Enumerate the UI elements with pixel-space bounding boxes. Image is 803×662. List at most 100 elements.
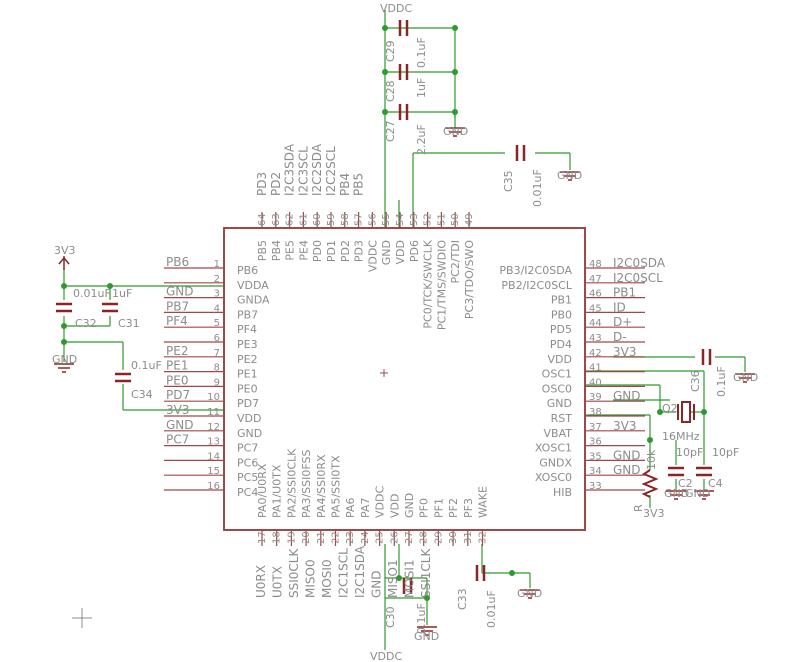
top-net-label: PD2	[269, 172, 283, 196]
junction-dot	[382, 109, 388, 115]
pin-name: PA3/SSI0FSS	[300, 450, 313, 518]
junction-dot	[509, 570, 515, 576]
bottom-net-label: U0TX	[271, 566, 285, 598]
c2-value: 10pF	[676, 446, 703, 459]
pin-name: PC2/TDI	[449, 240, 462, 283]
pin-name: PF2	[447, 498, 460, 518]
net-label: GND	[613, 448, 641, 462]
pin-number: 31	[463, 531, 474, 544]
c36-value: 0.1uF	[715, 366, 728, 397]
q2-value: 16MHz	[662, 430, 700, 443]
gnd-label-c35: GND	[557, 169, 582, 182]
pin-number: 51	[436, 213, 447, 226]
pin-name: PD3	[353, 240, 366, 262]
vddc-top-label: VDDC	[380, 2, 412, 15]
pin-number: 22	[331, 531, 342, 544]
pin-number: 40	[589, 377, 602, 388]
ground-icon	[735, 373, 755, 383]
pin-number: 48	[589, 259, 602, 270]
c35-ref: C35	[502, 170, 515, 192]
ground-icon	[694, 490, 714, 500]
vddc-bottom-label: VDDC	[370, 650, 402, 662]
net-label: 3V3	[613, 419, 636, 433]
pin-name: PA0/U0RX	[256, 463, 269, 518]
junction-dot	[61, 283, 67, 289]
c31-value: 1uF	[112, 287, 132, 300]
c2-ref: C2	[678, 477, 693, 490]
ground-icon	[54, 363, 74, 373]
top-net-label: PB4	[338, 173, 352, 196]
pin-number: 23	[345, 531, 356, 544]
pin-name: PB7	[237, 308, 258, 321]
net-label: PF4	[166, 314, 188, 328]
pin-number: 32	[478, 531, 489, 544]
pin-name: PC3/TDO/SWO	[463, 240, 476, 319]
pin-name: PE4	[297, 240, 310, 261]
net-label: PB7	[166, 299, 189, 313]
pin-name: PF1	[432, 498, 445, 518]
c33-ref: C33	[456, 588, 469, 610]
c28-value: 1uF	[415, 78, 428, 98]
pin-name: VDD	[548, 353, 572, 366]
chip-body	[223, 227, 586, 531]
q2-ref: Q2	[662, 402, 678, 415]
resistor-r	[641, 469, 659, 498]
pin-number: 12	[207, 422, 220, 433]
pin-number: 61	[298, 213, 309, 226]
pin-name: GNDA	[237, 294, 270, 307]
net-label: 3V3	[166, 403, 189, 417]
junction-dot	[452, 25, 458, 31]
pin-number: 46	[589, 289, 602, 300]
bottom-net-label: GND	[370, 570, 384, 598]
pin-number: 36	[589, 437, 602, 448]
gnd-label-c36: GND	[733, 371, 758, 384]
junction-dot	[647, 437, 653, 443]
c27-value: 2.2uF	[415, 124, 428, 155]
pin-name: PB1	[551, 294, 572, 307]
pin-name: PA7	[359, 498, 372, 518]
pin-number: 21	[316, 531, 327, 544]
c36-ref: C36	[689, 370, 702, 392]
pin-name: VDD	[388, 494, 401, 518]
pin-name: PA4/SSI0RX	[315, 454, 328, 518]
supply-arrow-icon	[58, 256, 70, 270]
pin-name: PD7	[237, 397, 259, 410]
r-value: 10k	[645, 449, 658, 470]
c4-value: 10pF	[712, 446, 739, 459]
top-net-label: PB5	[352, 173, 366, 196]
pin-number: 62	[285, 213, 296, 226]
pin-name: PA1/U0TX	[271, 464, 284, 518]
ground-icon	[560, 171, 580, 181]
chip-origin-marker	[380, 369, 388, 377]
ground-icon	[417, 626, 437, 636]
pin-number: 54	[395, 213, 406, 226]
pin-number: 1	[214, 259, 220, 270]
net-label: GND	[166, 418, 194, 432]
net-label: PE0	[166, 373, 188, 387]
capacitor-c29	[398, 20, 409, 36]
pin-number: 60	[312, 213, 323, 226]
pin-number: 33	[589, 481, 602, 492]
pin-number: 64	[257, 213, 268, 226]
junction-dot	[452, 109, 458, 115]
gnd-label-c2: GND	[664, 487, 689, 500]
pin-name: PD2	[339, 240, 352, 262]
pin-name: PF3	[462, 498, 475, 518]
pin-number: 47	[589, 274, 602, 285]
pin-number: 20	[301, 531, 312, 544]
pin-number: 25	[375, 531, 386, 544]
pin-number: 9	[214, 377, 220, 388]
gnd-label-c27: GND	[443, 125, 468, 138]
v33-label-resistor: 3V3	[643, 507, 665, 520]
pin-number: 2	[214, 274, 220, 285]
pin-number: 39	[589, 392, 602, 403]
c4-ref: C4	[708, 477, 723, 490]
net-label: 3V3	[613, 345, 636, 359]
pin-number: 42	[589, 348, 602, 359]
net-label: D-	[613, 330, 627, 344]
top-net-label: PD3	[255, 172, 269, 196]
pin-number: 63	[271, 213, 282, 226]
pin-name: GND	[237, 427, 262, 440]
c35-value: 0.01uF	[531, 169, 544, 207]
